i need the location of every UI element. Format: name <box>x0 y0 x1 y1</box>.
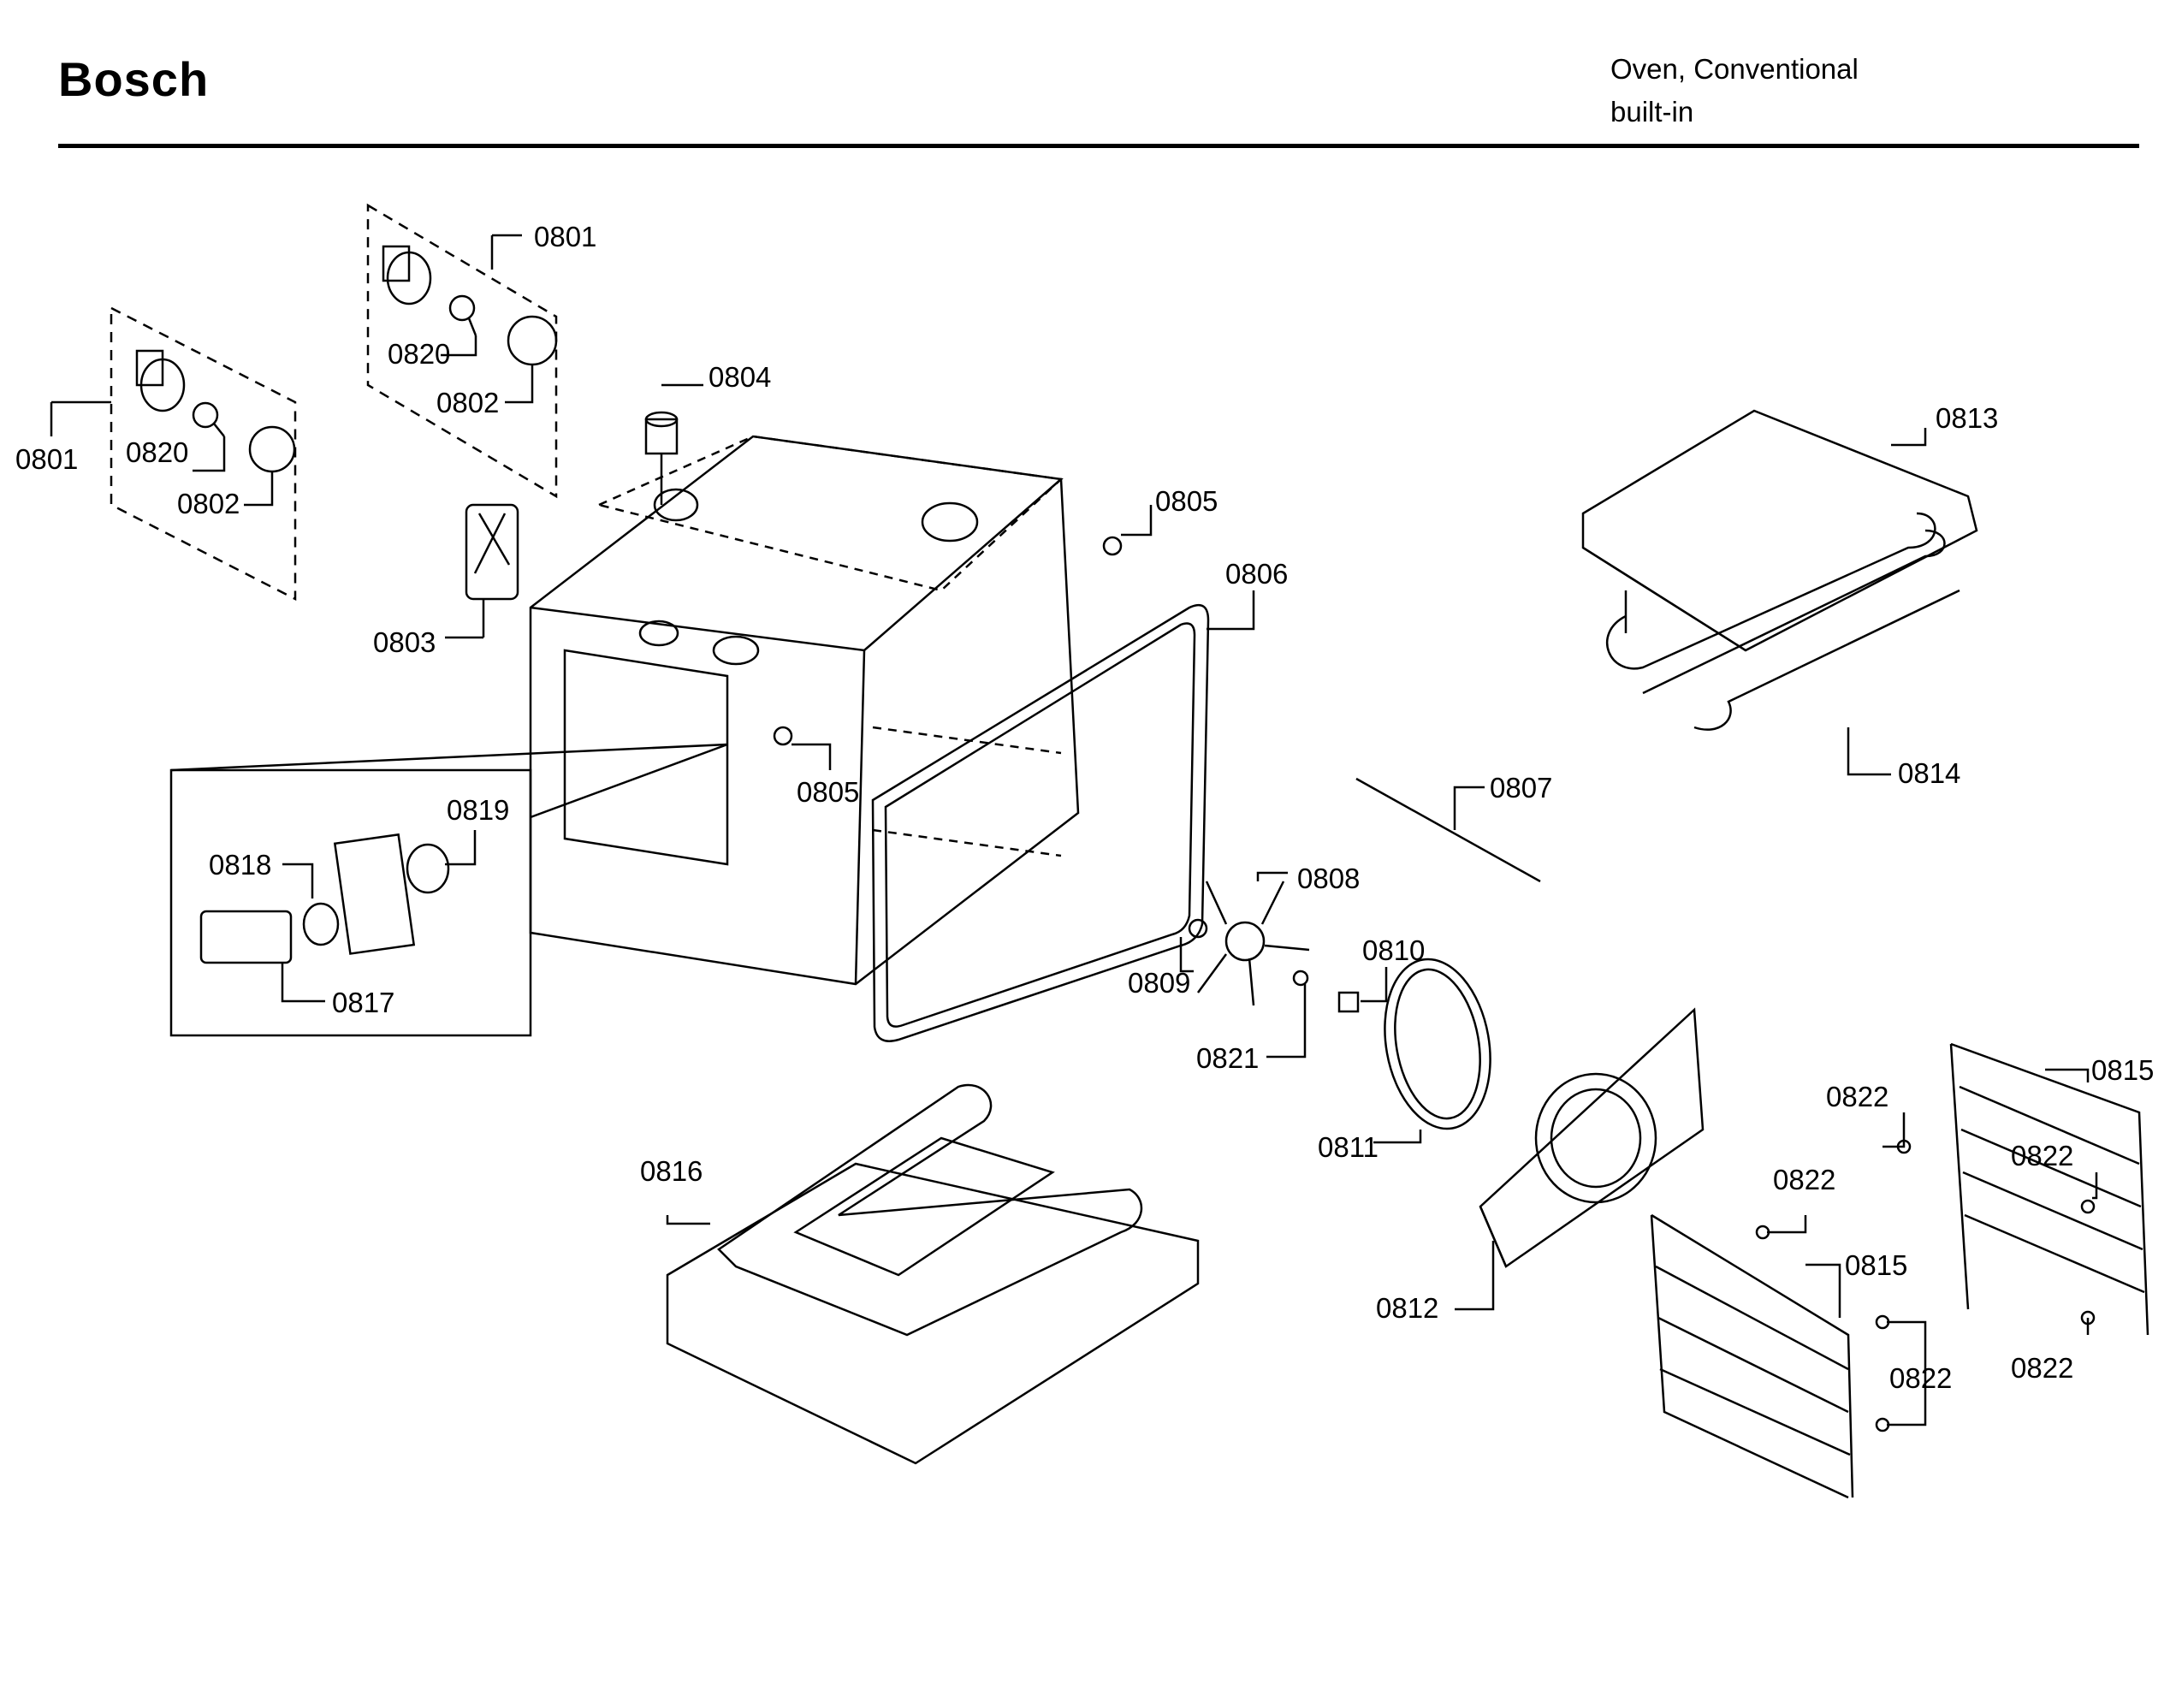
callout-0815-left: 0815 <box>1845 1249 1907 1281</box>
callout-0818: 0818 <box>209 849 271 881</box>
callout-0802-left: 0802 <box>177 488 240 519</box>
callout-0822-a: 0822 <box>1826 1081 1888 1112</box>
callout-0816: 0816 <box>640 1155 703 1187</box>
thermostat-part <box>445 503 519 639</box>
model-subtype: built-in <box>1610 96 1694 128</box>
callout-0801-left: 0801 <box>15 443 78 475</box>
callout-0805-top: 0805 <box>1155 485 1218 517</box>
callout-0814: 0814 <box>1898 757 1960 789</box>
door-seal <box>871 590 1255 1042</box>
rear-panel <box>1455 1007 1705 1311</box>
callout-0813: 0813 <box>1936 402 1998 434</box>
brand-title: Bosch <box>58 52 210 106</box>
callout-0822-e: 0822 <box>2011 1352 2073 1384</box>
callout-0820-right: 0820 <box>388 338 450 370</box>
oven-cavity <box>529 383 1080 986</box>
callout-0817: 0817 <box>332 987 394 1018</box>
callout-0803: 0803 <box>373 626 436 658</box>
callout-0806: 0806 <box>1225 558 1288 590</box>
callout-0822-c: 0822 <box>1773 1164 1835 1195</box>
lamp-assembly-right <box>366 203 558 499</box>
callout-0807: 0807 <box>1490 772 1552 804</box>
callout-0802-right: 0802 <box>436 387 499 418</box>
top-heater-assembly <box>1581 409 1978 776</box>
fan-heater-ring <box>1337 958 1491 1144</box>
callout-0822-b: 0822 <box>2011 1140 2073 1171</box>
bottom-heater-assembly <box>666 1083 1200 1465</box>
callout-0809: 0809 <box>1128 967 1190 999</box>
lamp-assembly-left <box>50 305 297 602</box>
nut-part <box>1292 970 1309 987</box>
callout-0801-right: 0801 <box>534 221 596 252</box>
bushings <box>773 505 1153 770</box>
callout-0810: 0810 <box>1362 934 1425 966</box>
callout-0804: 0804 <box>709 361 771 393</box>
page-header: Bosch Oven, Conventional built-in <box>0 0 2176 154</box>
callout-0819: 0819 <box>447 794 509 826</box>
callout-0808: 0808 <box>1297 863 1360 894</box>
callout-0820-left: 0820 <box>126 436 188 468</box>
callout-0812: 0812 <box>1376 1292 1438 1324</box>
model-description: Oven, Conventional <box>1610 53 1859 85</box>
header-divider <box>58 144 2139 148</box>
callout-0815-right: 0815 <box>2091 1054 2154 1086</box>
side-rack-right <box>1949 1042 2149 1336</box>
temperature-sensor-detail <box>169 743 728 1037</box>
callout-0805-bottom: 0805 <box>797 776 859 808</box>
sensor-rod <box>1355 777 1541 883</box>
callout-0811: 0811 <box>1318 1131 1379 1163</box>
screws <box>1755 1112 2098 1432</box>
callout-0822-d: 0822 <box>1889 1362 1952 1394</box>
convection-fan <box>1179 871 1310 1006</box>
callout-0821: 0821 <box>1196 1042 1259 1074</box>
side-rack-left <box>1650 1213 1854 1499</box>
